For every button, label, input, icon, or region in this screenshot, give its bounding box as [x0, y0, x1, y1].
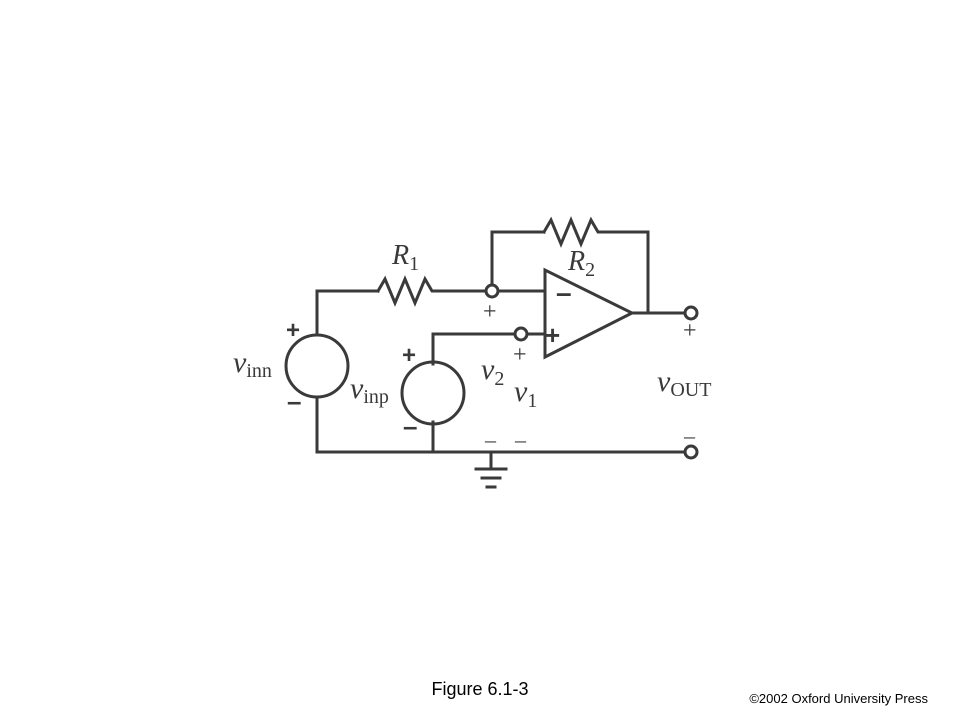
op-amp-triangle	[543, 267, 636, 360]
vout-minus-sign: –	[683, 423, 696, 448]
voltage-source-vinp	[400, 360, 466, 426]
output-terminal-top	[683, 305, 699, 321]
node-inverting-terminal	[484, 283, 500, 299]
resistor-r1	[375, 275, 439, 307]
node-noninverting-terminal	[513, 326, 529, 342]
vinp-plus-sign: +	[402, 342, 416, 369]
vout-label: vOUT	[657, 365, 711, 401]
vinn-plus-sign: +	[286, 317, 300, 344]
v1-plus-sign: +	[513, 342, 527, 368]
vinn-label: vinn	[233, 346, 272, 382]
wire-feedback-left	[490, 230, 546, 288]
wire-vinp-to-terminal	[431, 332, 518, 366]
r2-label: R2	[567, 246, 595, 281]
wire-feedback-right	[602, 230, 650, 315]
v1-minus-sign: –	[514, 427, 527, 452]
opamp-plus-sign: +	[545, 320, 560, 350]
v2-label: v2	[481, 353, 504, 390]
figure-caption: Figure 6.1-3	[431, 679, 529, 699]
v2-plus-sign: +	[483, 299, 497, 325]
vinn-minus-sign: –	[287, 386, 301, 416]
vout-plus-sign: +	[683, 318, 697, 344]
circuit-wires	[315, 230, 688, 471]
wire-vinn-to-ground	[315, 396, 688, 454]
resistor-r2	[541, 216, 606, 248]
v2-minus-sign: –	[484, 427, 497, 452]
opamp-minus-sign: –	[556, 277, 572, 308]
copyright-notice: ©2002 Oxford University Press	[749, 691, 928, 706]
v1-label: v1	[514, 375, 537, 412]
ground-icon	[474, 467, 508, 489]
vinp-label: vinp	[350, 372, 389, 408]
r1-label: R1	[391, 240, 419, 275]
wire-vinn-to-r1	[315, 289, 380, 337]
vinp-minus-sign: –	[403, 411, 417, 441]
voltage-source-vinn	[284, 333, 350, 399]
output-terminal-bottom	[683, 444, 699, 460]
